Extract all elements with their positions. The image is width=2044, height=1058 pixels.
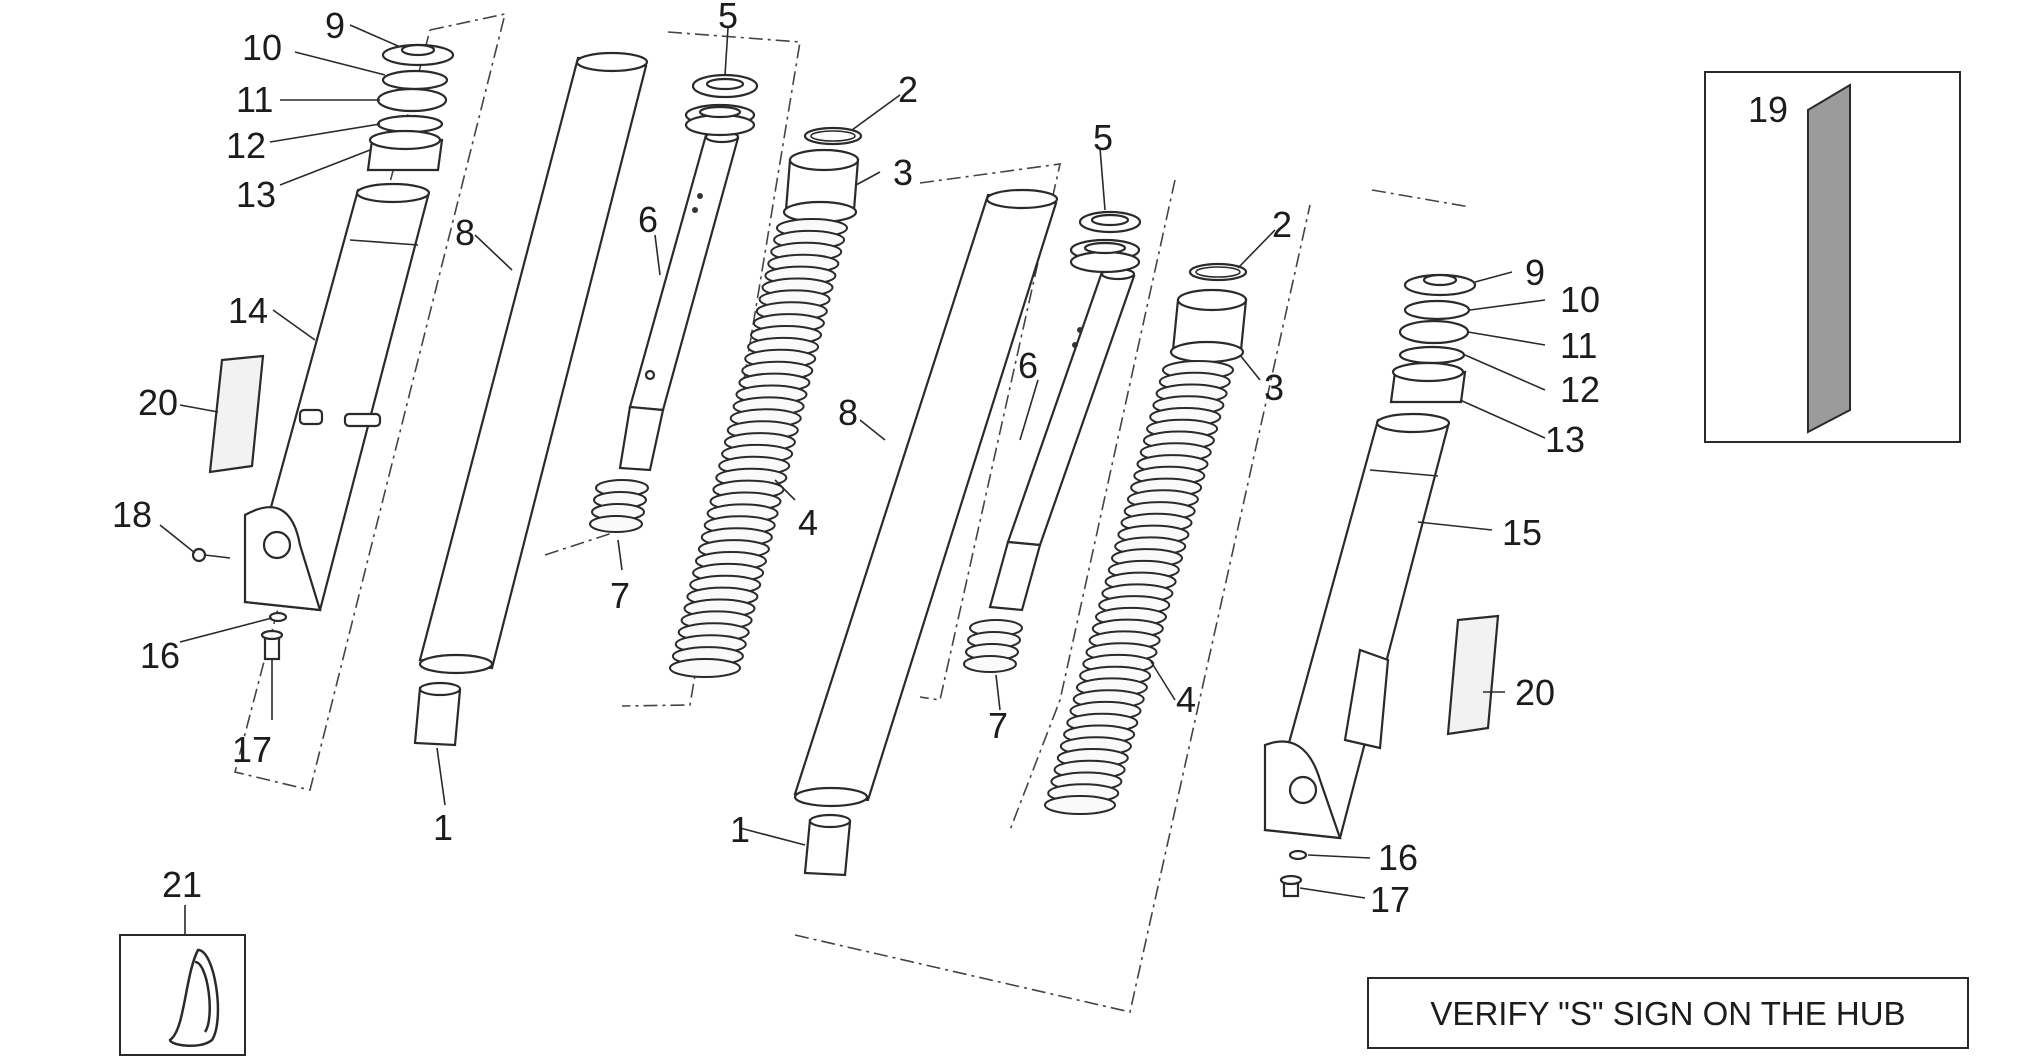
callout-6-right: 6 bbox=[1018, 345, 1038, 386]
callout-9-right: 9 bbox=[1525, 252, 1545, 293]
callout-10-right: 10 bbox=[1560, 279, 1600, 320]
callout-2-left: 2 bbox=[898, 69, 918, 110]
bushing-left bbox=[413, 681, 462, 747]
callout-4-left: 4 bbox=[798, 502, 818, 543]
callout-4-right: 4 bbox=[1176, 679, 1196, 720]
top-stack-right bbox=[1389, 273, 1477, 404]
callout-3-left: 3 bbox=[893, 152, 913, 193]
callout-11-left: 11 bbox=[236, 79, 273, 120]
fork-tube-left bbox=[418, 51, 649, 675]
spring-coil bbox=[669, 658, 741, 678]
inset-box-19 bbox=[1704, 71, 1961, 443]
callout-20-right: 20 bbox=[1515, 672, 1555, 713]
callout-5-right: 5 bbox=[1093, 117, 1113, 158]
top-stack-left bbox=[366, 43, 455, 172]
callout-7-left: 7 bbox=[610, 575, 630, 616]
bolt-right bbox=[1279, 849, 1308, 898]
callout-16-left: 16 bbox=[140, 635, 180, 676]
callout-15: 15 bbox=[1502, 512, 1542, 553]
verify-note-text: VERIFY "S" SIGN ON THE HUB bbox=[1430, 995, 1905, 1032]
damper-rod-left bbox=[618, 73, 759, 472]
spring-coil bbox=[1044, 795, 1116, 815]
callout-2-right: 2 bbox=[1272, 204, 1292, 245]
callout-17-left: 17 bbox=[232, 729, 272, 770]
inset-box-21 bbox=[119, 905, 246, 1056]
callout-1-left: 1 bbox=[433, 807, 453, 848]
fork-tube-right bbox=[793, 188, 1059, 808]
callout-14: 14 bbox=[228, 290, 268, 331]
bolt-left bbox=[191, 547, 288, 661]
callout-9-left: 9 bbox=[325, 5, 345, 46]
dust-seal-right bbox=[1446, 614, 1500, 736]
bushing-right bbox=[803, 813, 852, 877]
callout-8-left: 8 bbox=[455, 212, 475, 253]
callout-21: 21 bbox=[162, 864, 202, 905]
callout-13-left: 13 bbox=[236, 174, 276, 215]
callout-12-left: 12 bbox=[226, 125, 266, 166]
callout-19: 19 bbox=[1748, 89, 1788, 130]
o-ring-right bbox=[1188, 262, 1248, 282]
callout-6-left: 6 bbox=[638, 199, 658, 240]
o-ring-left bbox=[803, 126, 863, 146]
callout-labels: 9 10 11 12 13 14 20 18 16 17 8 1 5 2 3 6… bbox=[112, 0, 1788, 920]
rebound-spring-right bbox=[963, 619, 1023, 673]
verify-note: VERIFY "S" SIGN ON THE HUB bbox=[1367, 977, 1969, 1049]
callout-13-right: 13 bbox=[1545, 419, 1585, 460]
callout-16-right: 16 bbox=[1378, 837, 1418, 878]
assembly-outline-center bbox=[544, 31, 1471, 1013]
callout-17-right: 17 bbox=[1370, 879, 1410, 920]
callout-18: 18 bbox=[112, 494, 152, 535]
callout-10-left: 10 bbox=[242, 27, 282, 68]
leader-lines bbox=[159, 24, 1546, 899]
rebound-spring-left bbox=[589, 479, 649, 533]
spring-cap-left bbox=[782, 148, 860, 224]
callout-12-right: 12 bbox=[1560, 369, 1600, 410]
callout-7-right: 7 bbox=[988, 705, 1008, 746]
main-spring-right bbox=[1044, 360, 1234, 815]
callout-1-right: 1 bbox=[730, 809, 750, 850]
callout-8-right: 8 bbox=[838, 392, 858, 433]
callout-20-left: 20 bbox=[138, 382, 178, 423]
fork-lower-leg-left bbox=[243, 182, 431, 612]
fork-lower-leg-right bbox=[1263, 412, 1451, 840]
callout-11-right: 11 bbox=[1560, 325, 1597, 366]
dust-seal-left bbox=[208, 354, 265, 474]
callout-3-right: 3 bbox=[1264, 367, 1284, 408]
main-spring-left bbox=[669, 218, 848, 678]
damper-rod-right bbox=[988, 210, 1142, 612]
callout-5-left: 5 bbox=[718, 0, 738, 36]
spring-cap-right bbox=[1169, 288, 1248, 364]
